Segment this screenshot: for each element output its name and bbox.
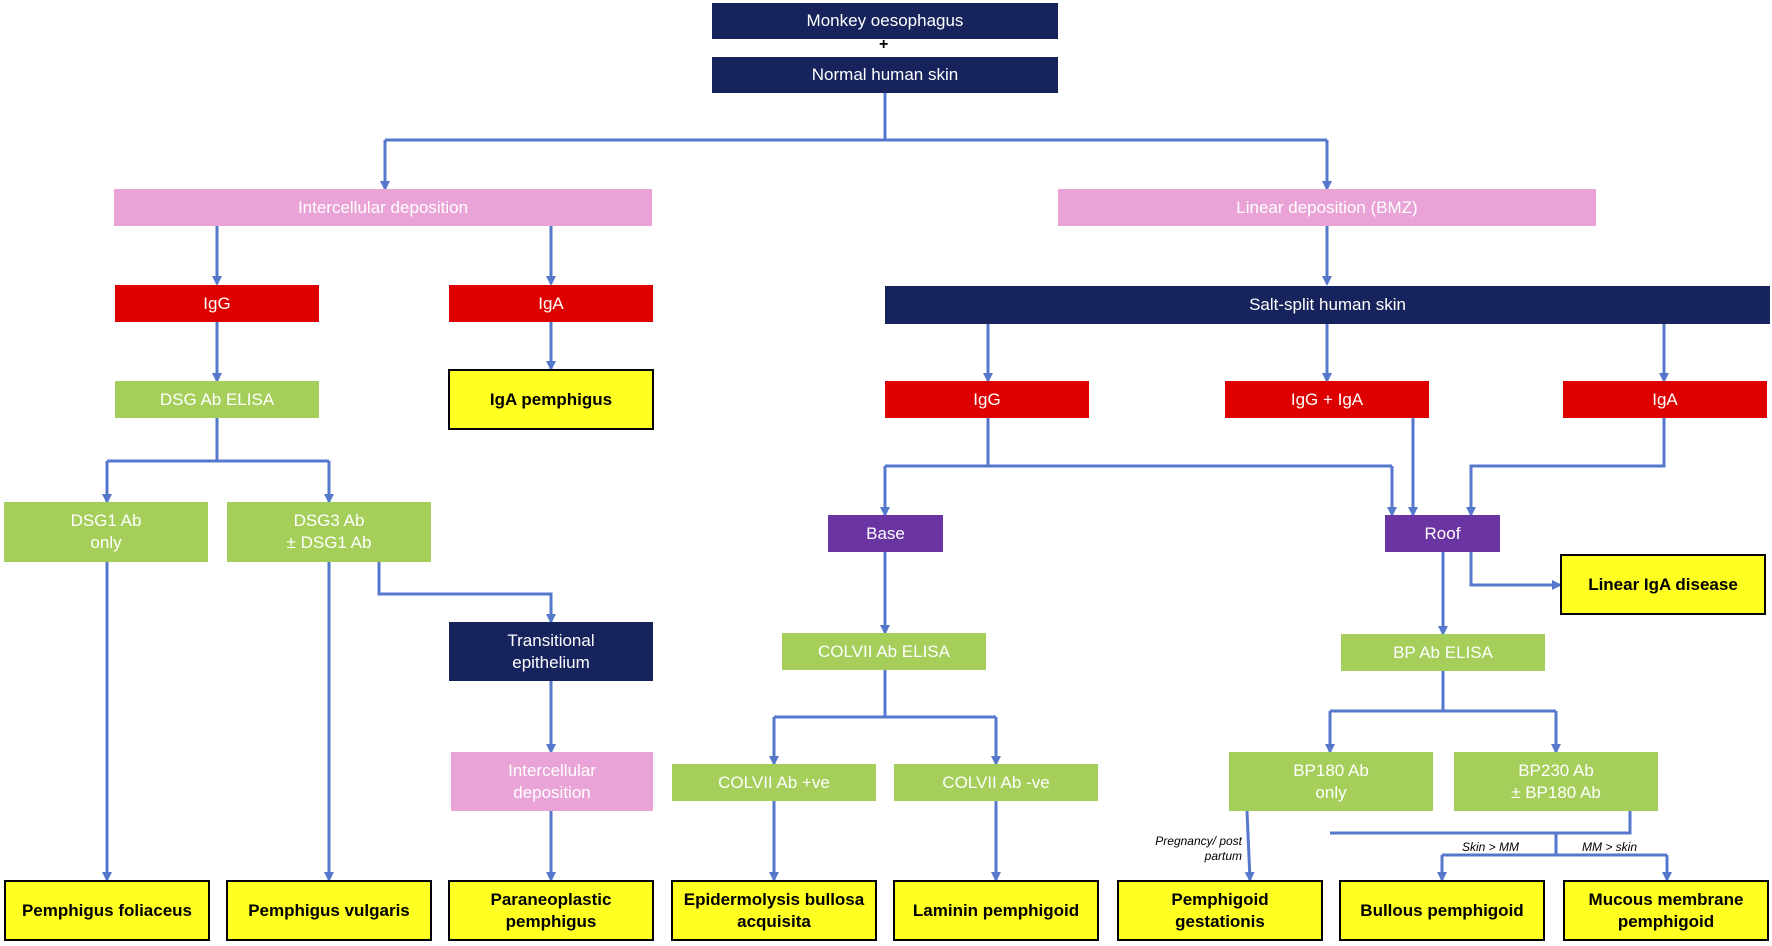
dsg-ab-elisa-box: DSG Ab ELISA [115,381,319,418]
mucous-membrane-pemphigoid-box: Mucous membrane pemphigoid [1563,880,1769,941]
bullous-pemphigoid-box: Bullous pemphigoid [1339,880,1545,941]
intercellular-deposition-box: Intercellular deposition [114,189,652,226]
connector-colvii-split [774,670,996,719]
connector-igg-mid-split [885,418,1392,468]
igg-plus-iga-box: IgG + IgA [1225,381,1429,418]
roof-box: Roof [1385,515,1500,552]
arrow-dsg3-to-transitional [377,562,556,624]
pemphigus-foliaceus-box: Pemphigus foliaceus [4,880,210,941]
pemphigoid-gestationis-box: Pemphigoid gestationis [1117,880,1323,941]
iga-box-left: IgA [449,285,653,322]
mm-gt-skin-note: MM > skin [1582,840,1638,854]
plus-sign: + [879,36,889,53]
arrow-to-pg [1244,810,1255,882]
bp-ab-elisa-box: BP Ab ELISA [1341,634,1545,671]
laminin-pemphigoid-box: Laminin pemphigoid [893,880,1099,941]
paraneoplastic-pemphigus-box: Paraneoplastic pemphigus [448,880,654,941]
connector-dsg-split [107,418,329,463]
colvii-ab-positive-box: COLVII Ab +ve [672,764,876,801]
intercellular-deposition-box-2: Intercellular deposition [451,752,653,811]
arrow-roof-to-linear-iga [1469,552,1562,590]
arrow-iga-to-roof [1466,418,1666,517]
connector-bp-split [1330,671,1556,713]
colvii-ab-negative-box: COLVII Ab -ve [894,764,1098,801]
transitional-epithelium-box: Transitional epithelium [449,622,653,681]
epidermolysis-bullosa-acquisita-box: Epidermolysis bullosa acquisita [671,880,877,941]
monkey-oesophagus-box: Monkey oesophagus [712,3,1058,39]
colvii-ab-elisa-box: COLVII Ab ELISA [782,633,986,670]
iga-box-right: IgA [1563,381,1767,418]
connector-skin-split [385,93,1327,142]
iga-pemphigus-box: IgA pemphigus [448,369,654,430]
igg-box-left: IgG [115,285,319,322]
bp230-box: BP230 Ab ± BP180 Ab [1454,752,1658,811]
pregnancy-note: Pregnancy/ post partum [1155,834,1242,863]
salt-split-human-skin-box: Salt-split human skin [885,286,1770,324]
connector-bp230-split [1330,811,1667,857]
pemphigus-vulgaris-box: Pemphigus vulgaris [226,880,432,941]
dsg1-only-box: DSG1 Ab only [4,502,208,562]
normal-human-skin-box: Normal human skin [712,57,1058,93]
bp180-only-box: BP180 Ab only [1229,752,1433,811]
skin-gt-mm-note: Skin > MM [1462,840,1520,854]
igg-box-mid: IgG [885,381,1089,418]
linear-deposition-box: Linear deposition (BMZ) [1058,189,1596,226]
base-box: Base [828,515,943,552]
dsg3-box: DSG3 Ab ± DSG1 Ab [227,502,431,562]
linear-iga-disease-box: Linear IgA disease [1560,554,1766,615]
